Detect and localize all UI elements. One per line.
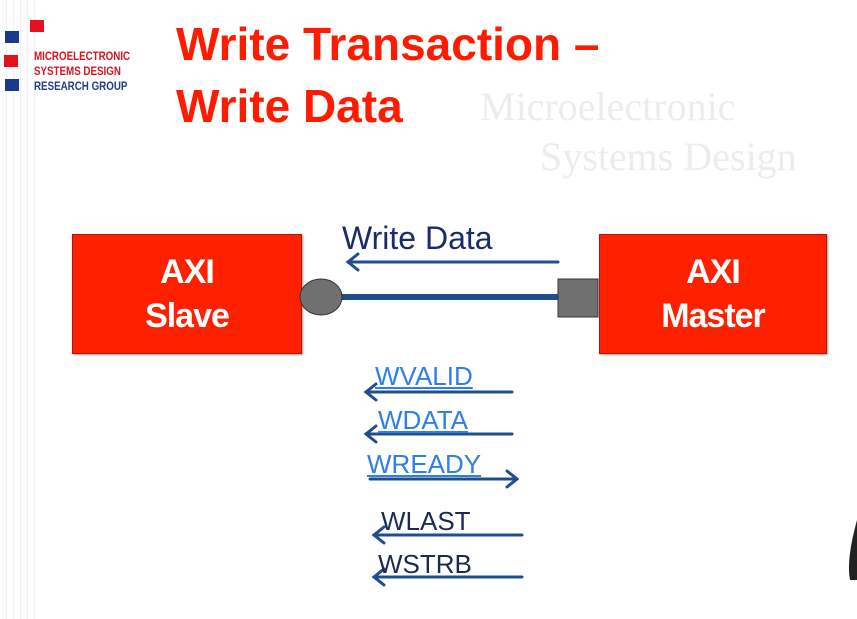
signal-wready[interactable]: WREADY (367, 449, 482, 479)
signal-wlast: WLAST (381, 506, 471, 536)
wlast-arrow (371, 525, 524, 545)
background-decoration (0, 0, 40, 619)
slave-port-circle (299, 278, 343, 316)
logo-text-line3: RESEARCH GROUP (34, 81, 128, 93)
axi-slave-box: AXI Slave (72, 234, 302, 354)
signal-wdata[interactable]: WDATA (378, 405, 469, 435)
master-label-line2: Master (661, 297, 766, 335)
logo-square (4, 55, 18, 67)
logo-square (5, 79, 19, 91)
logo-text-line2: SYSTEMS DESIGN (34, 66, 121, 78)
channel-arrow (345, 252, 560, 272)
presenter-edge (848, 520, 857, 580)
signal-wstrb: WSTRB (378, 549, 472, 579)
wdata-arrow (363, 424, 514, 444)
master-label-line1: AXI (686, 253, 741, 291)
signal-wvalid[interactable]: WVALID (375, 361, 473, 391)
wready-arrow (368, 469, 520, 489)
watermark: Systems Design (540, 134, 797, 179)
watermark: Microelectronic (480, 84, 736, 129)
wstrb-arrow (371, 567, 524, 587)
slave-label-line2: Slave (145, 297, 230, 335)
slave-label-line1: AXI (160, 253, 215, 291)
wvalid-arrow (363, 382, 514, 402)
axi-master-box: AXI Master (599, 234, 827, 354)
logo-square (5, 31, 19, 43)
logo-square (30, 20, 44, 32)
page-title: Write Transaction – (176, 18, 600, 70)
logo-text-line1: MICROELECTRONIC (34, 51, 131, 63)
channel-label: Write Data (342, 220, 493, 256)
page-subtitle: Write Data (176, 80, 403, 132)
master-port-square (557, 278, 599, 318)
